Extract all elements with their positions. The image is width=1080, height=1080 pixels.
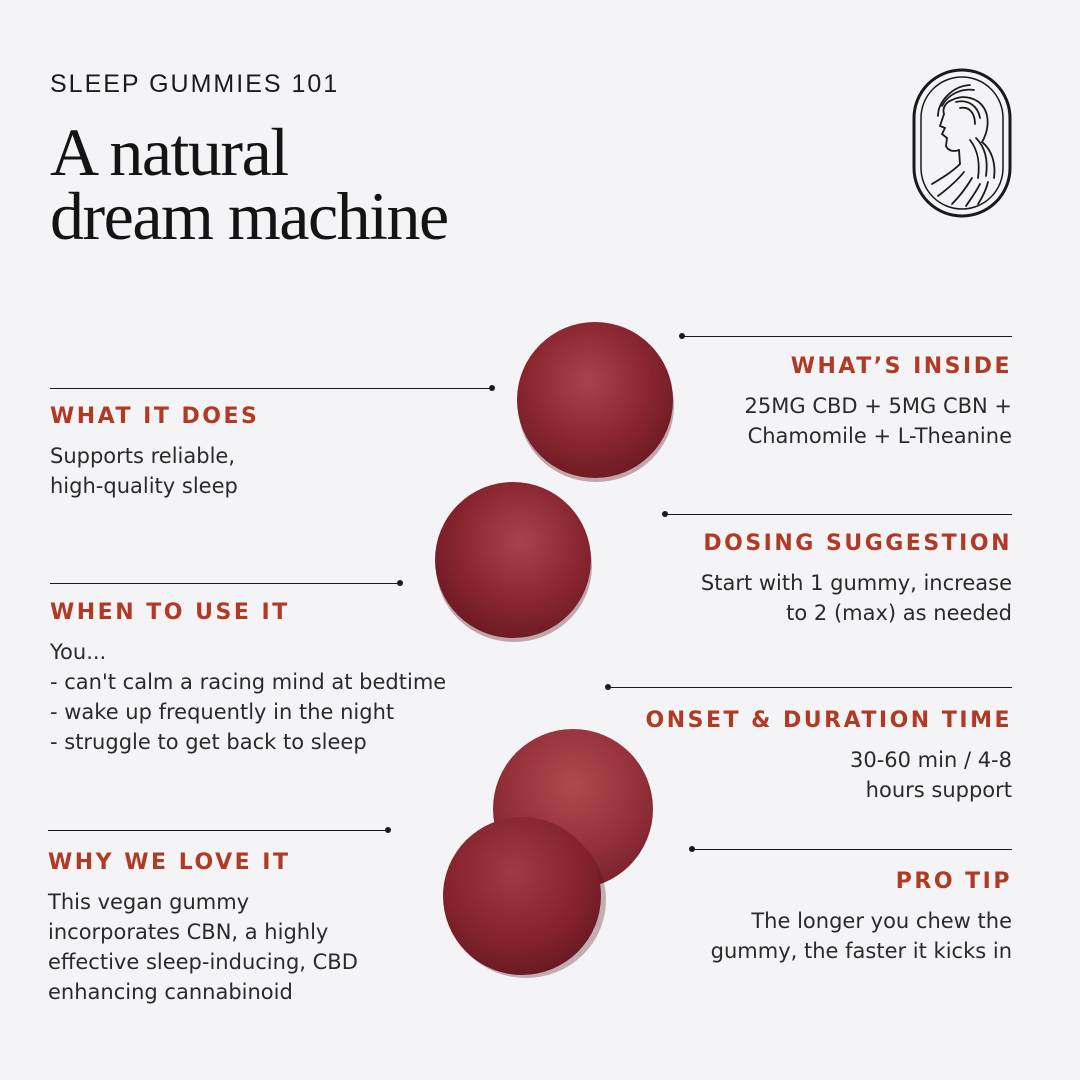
body-line: high-quality sleep bbox=[50, 474, 238, 498]
section-what-it-does: WHAT IT DOES Supports reliable, high-qua… bbox=[50, 404, 259, 501]
body-line: to 2 (max) as needed bbox=[786, 601, 1012, 625]
gummy-image-2 bbox=[435, 482, 592, 642]
page-title-line-2: dream machine bbox=[50, 178, 449, 254]
section-heading: ONSET & DURATION TIME bbox=[645, 708, 1012, 733]
body-line: enhancing cannabinoid bbox=[48, 980, 293, 1004]
body-line: gummy, the faster it kicks in bbox=[710, 939, 1012, 963]
page-title: A natural dream machine bbox=[50, 114, 449, 254]
body-line: You... bbox=[50, 640, 107, 664]
body-line: hours support bbox=[865, 778, 1012, 802]
section-body: 25MG CBD + 5MG CBN + Chamomile + L-Thean… bbox=[745, 391, 1012, 451]
section-heading: PRO TIP bbox=[895, 869, 1012, 894]
body-line: - wake up frequently in the night bbox=[50, 700, 395, 724]
body-line: Chamomile + L-Theanine bbox=[747, 424, 1012, 448]
body-line: Supports reliable, bbox=[50, 444, 236, 468]
section-dosing: DOSING SUGGESTION Start with 1 gummy, in… bbox=[701, 531, 1012, 628]
woman-profile-icon bbox=[912, 68, 1012, 218]
section-why-we-love: WHY WE LOVE IT This vegan gummy incorpor… bbox=[48, 850, 358, 1007]
divider-whats-inside bbox=[679, 333, 1012, 339]
body-line: 30-60 min / 4-8 bbox=[849, 748, 1012, 772]
body-line: The longer you chew the bbox=[751, 909, 1012, 933]
body-line: 25MG CBD + 5MG CBN + bbox=[744, 394, 1012, 418]
eyebrow-label: SLEEP GUMMIES 101 bbox=[50, 70, 340, 98]
body-line: - struggle to get back to sleep bbox=[50, 730, 367, 754]
divider-why-we-love bbox=[48, 827, 391, 833]
divider-what-it-does bbox=[50, 385, 495, 391]
section-heading: DOSING SUGGESTION bbox=[703, 531, 1012, 556]
section-body: 30-60 min / 4-8 hours support bbox=[646, 745, 1012, 805]
section-body: This vegan gummy incorporates CBN, a hig… bbox=[48, 887, 358, 1007]
section-when-to-use: WHEN TO USE IT You... - can't calm a rac… bbox=[50, 600, 446, 757]
section-body: You... - can't calm a racing mind at bed… bbox=[50, 637, 446, 757]
section-onset: ONSET & DURATION TIME 30-60 min / 4-8 ho… bbox=[646, 708, 1012, 805]
divider-when-to-use bbox=[50, 580, 403, 586]
gummy-image-1 bbox=[517, 322, 674, 482]
body-line: - can't calm a racing mind at bedtime bbox=[50, 670, 447, 694]
page-title-line-1: A natural bbox=[50, 114, 289, 190]
section-whats-inside: WHAT’S INSIDE 25MG CBD + 5MG CBN + Chamo… bbox=[745, 354, 1012, 451]
section-body: The longer you chew the gummy, the faste… bbox=[711, 906, 1012, 966]
divider-onset bbox=[605, 684, 1012, 690]
section-body: Supports reliable, high-quality sleep bbox=[50, 441, 259, 501]
section-pro-tip: PRO TIP The longer you chew the gummy, t… bbox=[711, 869, 1012, 966]
body-line: This vegan gummy bbox=[48, 890, 250, 914]
gummy-image-4 bbox=[443, 817, 606, 978]
divider-dosing bbox=[662, 511, 1012, 517]
divider-pro-tip bbox=[689, 846, 1012, 852]
body-line: effective sleep-inducing, CBD bbox=[48, 950, 358, 974]
section-body: Start with 1 gummy, increase to 2 (max) … bbox=[701, 568, 1012, 628]
body-line: Start with 1 gummy, increase bbox=[700, 571, 1012, 595]
section-heading: WHY WE LOVE IT bbox=[48, 850, 291, 875]
section-heading: WHEN TO USE IT bbox=[50, 600, 290, 625]
section-heading: WHAT IT DOES bbox=[50, 404, 260, 429]
section-heading: WHAT’S INSIDE bbox=[790, 354, 1012, 379]
body-line: incorporates CBN, a highly bbox=[48, 920, 329, 944]
